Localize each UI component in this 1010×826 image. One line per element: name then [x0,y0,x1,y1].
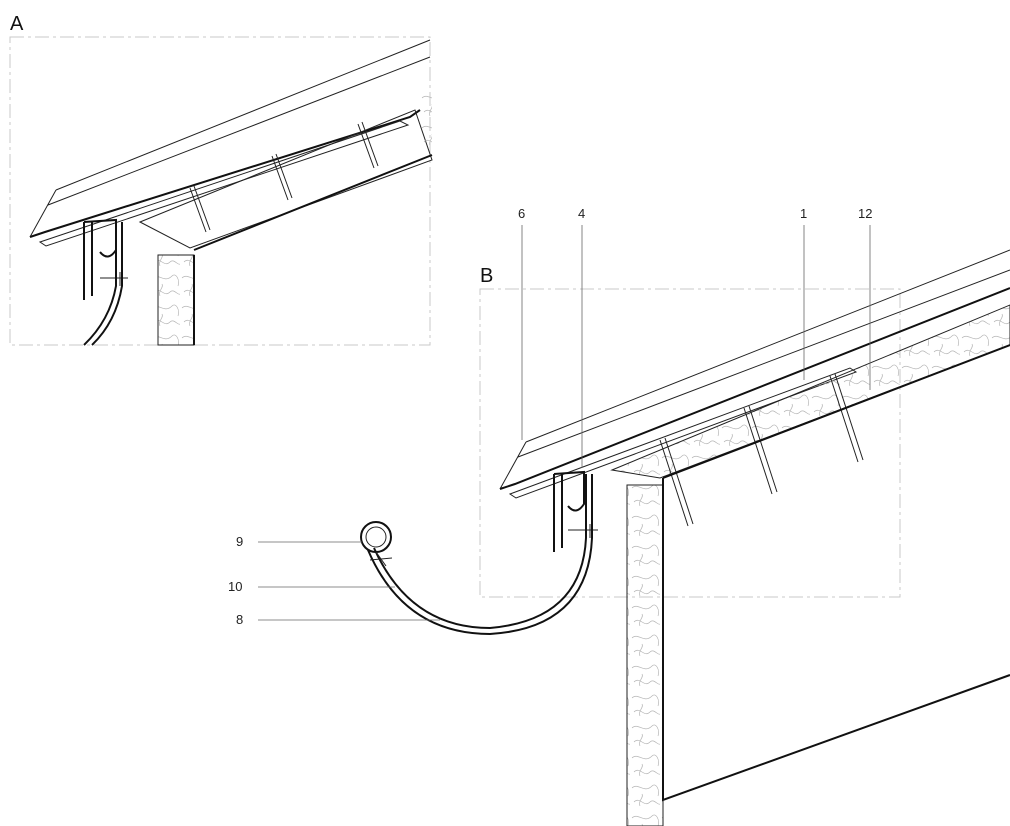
callout-12: 12 [858,206,872,221]
detail-b-gutter [367,474,593,636]
detail-b-label: B [480,265,493,287]
detail-a-gutter-bracket [100,272,128,286]
detail-b: B [360,249,1010,826]
callout-10: 10 [228,579,242,594]
detail-b-drip-edge [499,287,1010,490]
detail-b-wall-line [662,344,1010,802]
detail-b-roof-covering [499,249,1010,490]
detail-a: A [9,13,433,346]
callout-9: 9 [236,534,243,549]
callout-4: 4 [578,206,585,221]
detail-b-bead-clip [369,551,393,567]
detail-a-drip-edge [29,109,421,238]
detail-a-gutter [83,222,123,346]
detail-b-screws [659,373,864,527]
detail-a-wall-insulation [157,254,195,346]
detail-a-label: A [10,13,24,35]
callout-1: 1 [800,206,807,221]
detail-a-roof-covering [29,39,431,238]
detail-a-screws [189,121,379,233]
detail-a-board [138,109,433,249]
detail-a-insulation-edge [420,90,432,145]
detail-a-wall-line [193,154,433,345]
callout-6: 6 [518,206,525,221]
detail-b-gutter-bracket [568,524,598,538]
detail-b-insulation-board [610,304,1010,479]
callout-8: 8 [236,612,243,627]
detail-a-frame [9,36,431,346]
detail-b-gutter-hanger [553,470,585,552]
detail-b-frame [479,288,901,598]
detail-b-gutter-bead-inner [365,526,387,548]
detail-a-batten [38,120,410,247]
callouts: 6 4 1 12 9 10 8 [228,206,872,627]
detail-b-wall-insulation [626,484,664,826]
